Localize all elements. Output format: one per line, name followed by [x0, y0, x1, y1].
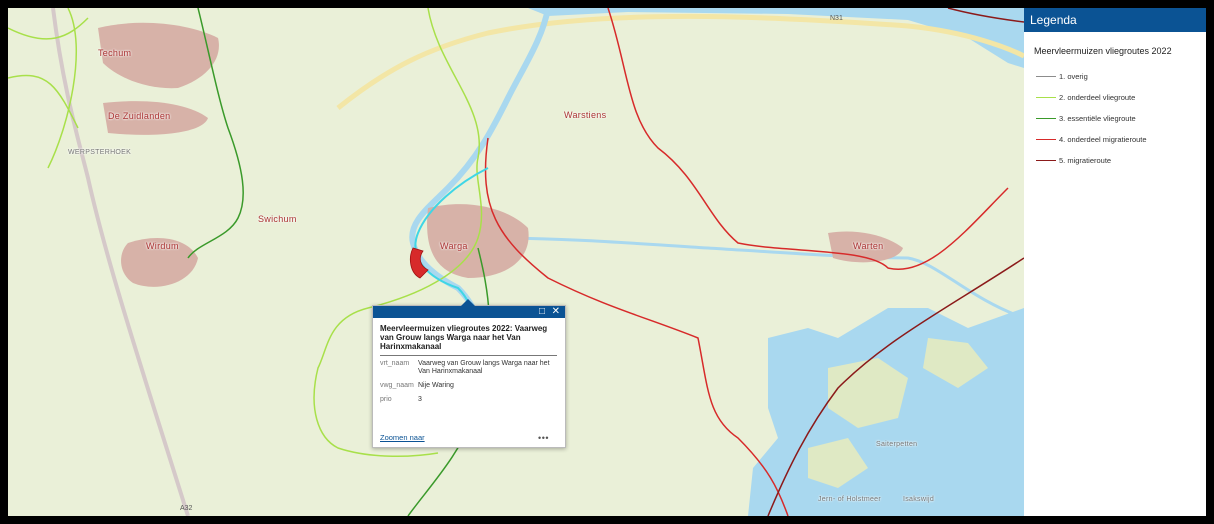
legend-label: 4. onderdeel migratieroute: [1059, 135, 1147, 144]
legend-item: 3. essentiële vliegroute: [1036, 108, 1206, 129]
legend-item: 1. overig: [1036, 66, 1206, 87]
route-onderdeel-vliegroute-1: [8, 8, 89, 169]
legend-header: Legenda: [1024, 8, 1206, 32]
urban-techum: [98, 22, 219, 89]
place-label-swichum: Swichum: [258, 214, 297, 224]
urban-warga: [427, 204, 529, 278]
map-view[interactable]: Techum De Zuidlanden WERPSTERHOEK Swichu…: [8, 8, 1024, 516]
place-label-de-zuidlanden: De Zuidlanden: [108, 111, 171, 121]
highway-n31: [336, 13, 1024, 110]
popup-field-row: prio 3: [380, 396, 557, 404]
place-label-techum: Techum: [98, 48, 132, 58]
place-label-warten: Warten: [853, 241, 884, 251]
place-label-saiterpetten: Saiterpetten: [876, 441, 918, 448]
route-onderdeel-migratieroute: [484, 8, 1009, 516]
field-value: Nije Waring: [418, 382, 454, 389]
field-value: Vaarweg van Grouw langs Warga naar het V…: [418, 360, 550, 375]
road-label-a32: A32: [180, 505, 193, 512]
popup-title: Meervleermuizen vliegroutes 2022: Vaarwe…: [380, 324, 548, 351]
legend-label: 2. onderdeel vliegroute: [1059, 93, 1136, 102]
popup-pointer: [461, 299, 475, 306]
popup-divider: [380, 355, 557, 356]
road-label-n31: N31: [830, 15, 843, 22]
urban-wirdum: [121, 238, 198, 287]
field-value: 3: [418, 396, 422, 403]
place-label-jern: Jern- of Holstmeer: [818, 496, 881, 503]
more-options-icon[interactable]: •••: [538, 433, 549, 443]
route-hotspot-marker[interactable]: [409, 247, 429, 279]
popup-title-bar: □ ✕: [373, 306, 565, 318]
waterway-warten: [487, 236, 1024, 320]
legend-swatch: [1036, 139, 1056, 140]
legend-swatch: [1036, 76, 1056, 77]
legend-swatch: [1036, 97, 1056, 98]
field-key: vrt_naam: [380, 360, 410, 367]
place-label-werpsterhoek: WERPSTERHOEK: [68, 149, 132, 156]
urban-zuidlanden: [103, 101, 208, 135]
legend-item: 5. migratieroute: [1036, 150, 1206, 171]
zoom-to-link[interactable]: Zoomen naar: [380, 433, 425, 442]
legend-panel: Legenda Meervleermuizen vliegroutes 2022…: [1024, 8, 1206, 516]
place-label-warga: Warga: [440, 241, 468, 251]
legend-item: 4. onderdeel migratieroute: [1036, 129, 1206, 150]
legend-item: 2. onderdeel vliegroute: [1036, 87, 1206, 108]
popup-field-row: vwg_naam Nije Waring: [380, 382, 557, 390]
lake-islands: [808, 338, 988, 488]
place-label-warstiens: Warstiens: [564, 110, 607, 120]
legend-swatch: [1036, 118, 1056, 119]
maximize-icon[interactable]: □: [538, 306, 545, 317]
place-label-isakswijd: Isakswijd: [903, 496, 935, 503]
legend-layer-title: Meervleermuizen vliegroutes 2022: [1034, 46, 1172, 56]
close-icon[interactable]: ✕: [551, 306, 560, 317]
legend-label: 5. migratieroute: [1059, 156, 1112, 165]
place-label-wirdum: Wirdum: [146, 241, 179, 251]
legend-items: 1. overig 2. onderdeel vliegroute 3. essen…: [1024, 66, 1206, 171]
highway-a32: [51, 8, 190, 516]
field-key: vwg_naam: [380, 382, 414, 389]
route-onderdeel-vliegroute-2: [313, 8, 483, 457]
field-key: prio: [380, 396, 392, 403]
legend-label: 3. essentiële vliegroute: [1059, 114, 1136, 123]
route-migratieroute: [767, 8, 1024, 516]
legend-swatch: [1036, 160, 1056, 161]
legend-label: 1. overig: [1059, 72, 1088, 81]
feature-popup: □ ✕ Meervleermuizen vliegroutes 2022: Va…: [372, 299, 566, 448]
popup-field-row: vrt_naam Vaarweg van Grouw langs Warga n…: [380, 360, 557, 376]
